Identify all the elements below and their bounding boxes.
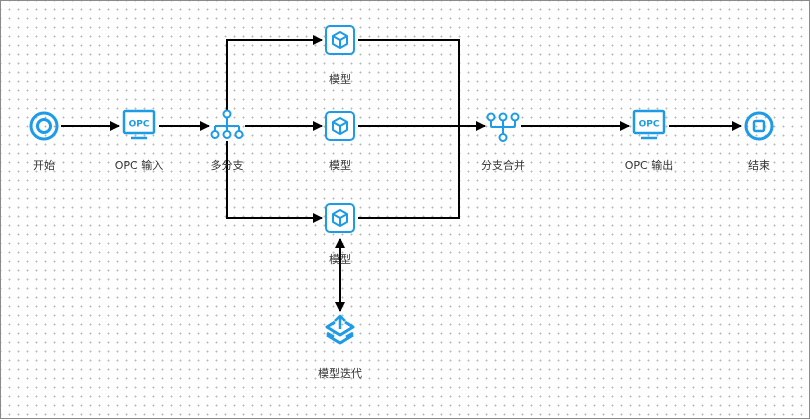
start-circle-icon xyxy=(29,111,59,141)
edge-model-top-merge[interactable] xyxy=(358,39,460,126)
opc-monitor-icon: OPC xyxy=(632,109,666,140)
cube-model-icon xyxy=(325,111,355,141)
edge-model-bot-merge[interactable] xyxy=(358,126,460,219)
edges xyxy=(61,35,742,312)
node-label-model-top: 模型 xyxy=(329,73,351,86)
node-model-mid[interactable] xyxy=(325,111,355,141)
node-end[interactable] xyxy=(744,111,774,141)
cube-model-icon xyxy=(325,203,355,233)
branch-merge-icon xyxy=(486,112,520,142)
node-merge[interactable] xyxy=(486,112,520,142)
node-opc-output[interactable]: OPC xyxy=(632,109,666,140)
stop-circle-icon xyxy=(744,111,774,141)
node-model-bottom[interactable] xyxy=(325,203,355,233)
node-label-opc-input: OPC 输入 xyxy=(114,159,164,172)
layers-upload-icon xyxy=(325,314,355,345)
node-opc-input[interactable]: OPC xyxy=(122,109,156,140)
opc-monitor-icon: OPC xyxy=(122,109,156,140)
node-start[interactable] xyxy=(29,111,59,141)
edge-branch-model-bot[interactable] xyxy=(226,141,323,223)
cube-model-icon xyxy=(325,25,355,55)
node-label-branch: 多分支 xyxy=(210,159,244,172)
edge-branch-model-top[interactable] xyxy=(226,35,323,113)
node-label-opc-output: OPC 输出 xyxy=(624,159,674,172)
node-label-merge: 分支合并 xyxy=(481,159,525,172)
opc-icon-text: OPC xyxy=(129,120,150,130)
node-iterate[interactable] xyxy=(325,314,355,345)
node-label-iterate: 模型迭代 xyxy=(318,367,362,380)
node-label-end: 结束 xyxy=(748,159,770,172)
node-branch[interactable] xyxy=(210,109,244,139)
node-model-top[interactable] xyxy=(325,25,355,55)
node-label-model-bottom: 模型 xyxy=(329,253,351,266)
branch-split-icon xyxy=(210,109,244,139)
opc-icon-text: OPC xyxy=(639,120,660,130)
node-label-start: 开始 xyxy=(33,159,55,172)
node-label-model-mid: 模型 xyxy=(329,159,351,172)
